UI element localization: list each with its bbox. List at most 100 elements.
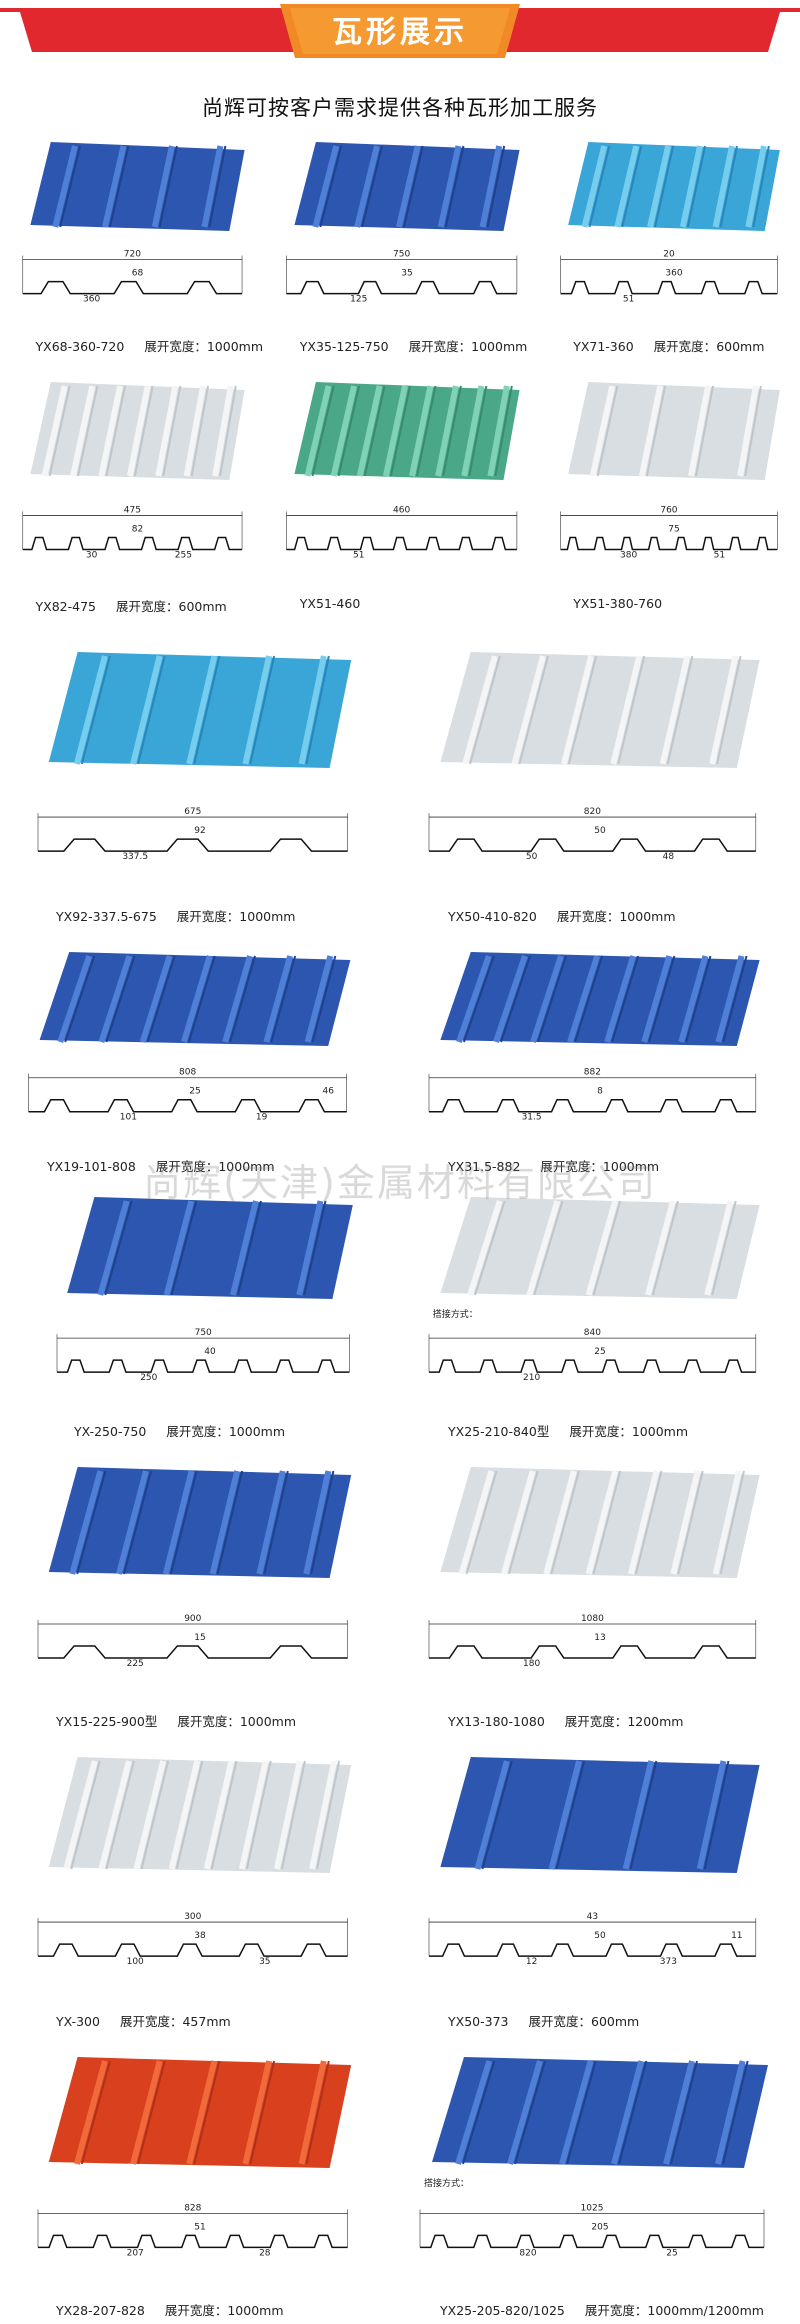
dimension-label: 51 [714,550,725,560]
profile-drawing [28,1073,348,1113]
dimension-label: 50 [594,826,606,836]
product-code: YX25-205-820/1025 [440,2303,565,2318]
dimension-label: 25 [594,1347,605,1357]
product-code: YX68-360-720 [35,339,125,354]
dimension-label: 101 [120,1113,137,1123]
dimension-label: 35 [401,269,412,279]
width-label: 展开宽度： [144,339,207,354]
dimension-label: 360 [665,269,682,279]
profile-drawing [428,1619,757,1659]
dimension-label: 475 [124,505,141,515]
width-label: 展开宽度： [556,909,620,924]
dimension-label: 48 [663,852,675,862]
profile-drawing [56,1334,350,1373]
width-label: 展开宽度： [540,1159,603,1174]
profile-drawing [428,1073,757,1113]
product-code: YX51-460 [299,596,361,611]
dimension-label: 820 [584,807,601,817]
dimension-label: 820 [519,2248,536,2258]
dimension-label: 35 [259,1957,270,1967]
profile-drawing [37,813,348,852]
dimension-label: 1080 [581,1614,604,1624]
width-value: 1200mm [627,1714,684,1729]
dimension-label: 12 [526,1957,537,1967]
product-caption: YX15-225-900型 展开宽度：1000mm [56,1711,296,1730]
width-value: 1000mm [239,909,296,924]
dimension-label: 92 [194,826,205,836]
dimension-label: 808 [179,1068,196,1078]
width-label: 展开宽度： [408,339,472,354]
profile-drawing [560,255,778,295]
width-value: 1000mm [239,1714,297,1729]
dimension-label: 900 [184,1614,201,1624]
width-label: 展开宽度： [177,1714,240,1729]
dimension-label: 750 [195,1328,212,1338]
product-code: YX51-380-760 [573,596,663,611]
product-code: YX15-225-900型 [56,1714,158,1729]
sheet-photo [48,2057,352,2168]
product-figure: 80810125194655 [28,952,351,1123]
dimension-label: 31.5 [522,1113,542,1123]
profile-drawing [37,1918,348,1957]
width-label: 展开宽度： [119,2014,183,2029]
dimension-label: 25 [189,1087,200,1097]
dimension-label: 30 [86,550,98,560]
sheet-photo [30,142,245,231]
product-code: YX19-101-808 [47,1159,136,1174]
dimension-label: 19 [256,1113,268,1123]
dimension-label: 28 [259,2248,271,2258]
sheet-photo [39,952,351,1046]
header-banner: 瓦形展示 [0,0,800,70]
width-label: 展开宽度： [164,2303,228,2318]
profile-drawing [22,255,243,295]
dimension-label: 360 [83,295,100,305]
dimension-label: 882 [584,1068,601,1078]
dimension-label: 300 [184,1912,201,1922]
product-code: YX-300 [56,2014,100,2029]
profile-drawing [428,1918,757,1957]
dimension-label: 337.5 [122,852,148,862]
product-code: YX71-360 [573,339,634,354]
subtitle: 尚辉可按客户需求提供各种瓦形加工服务 [202,96,598,120]
width-value: 1000mm [619,909,676,924]
width-value: 457mm [182,2014,231,2029]
dimension-label: 250 [140,1373,157,1383]
banner-orange-inner [290,8,510,54]
product-caption: YX68-360-720 展开宽度：1000mm [36,336,264,355]
profile-drawing [428,813,757,852]
width-value: 1000mm [206,339,264,354]
profile-drawing [428,1334,757,1373]
dimension-label: 1025 [581,2203,604,2213]
dimension-label: 43 [587,1912,598,1922]
width-value: 1000mm/1200mm [647,2303,764,2318]
lap-method-label: 搭接方式： [424,2177,469,2189]
width-label: 展开宽度： [115,599,179,614]
product-caption: YX-300 展开宽度：457mm [56,2011,231,2030]
width-value: 1000mm [631,1424,689,1439]
dimension-label: 11 [731,1931,742,1941]
dimension-label: 180 [523,1659,540,1669]
width-value: 600mm [716,339,765,354]
product-code: YX25-210-840型 [448,1424,550,1439]
profile-drawing [22,511,243,551]
profile-drawing [37,1619,348,1659]
dimension-label: 46 [322,1087,334,1097]
width-value: 1000mm [227,2303,284,2318]
sheet-photo [440,1197,760,1299]
